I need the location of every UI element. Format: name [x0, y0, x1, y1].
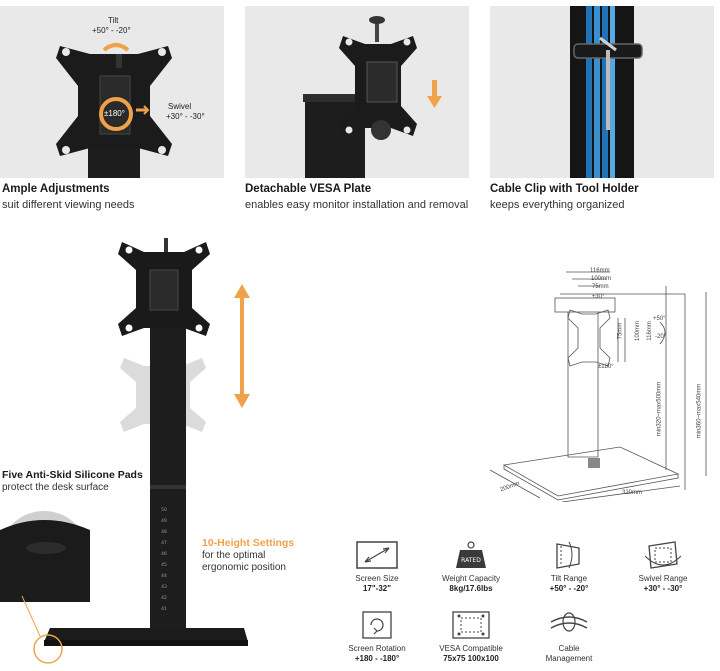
dim-width: 320mm	[622, 490, 643, 496]
spec-weight-capacity: RATED Weight Capacity 8kg/17.6lbs	[426, 540, 516, 594]
panel-detachable-vesa	[245, 6, 469, 178]
swivel-range-icon	[644, 541, 682, 569]
screen-rotation-icon	[362, 611, 392, 639]
dim-width-116: 116mm	[590, 268, 610, 274]
pole-height-mark: 41	[161, 607, 167, 612]
pole-height-mark: 42	[161, 596, 167, 601]
spec-screen-size: Screen Size 17"-32"	[332, 540, 422, 594]
screen-size-icon	[356, 541, 398, 569]
feature-1-title: Ample Adjustments	[2, 183, 110, 195]
height-settings-line1: for the optimal	[202, 550, 266, 561]
spec-vesa-compatible-label: VESA Compatible	[439, 644, 503, 653]
dim-height-75: 75mm	[617, 322, 624, 340]
vesa-compatible-icon	[452, 611, 490, 639]
spec-swivel-range-value: +30° - -30°	[643, 584, 683, 593]
spec-weight-capacity-label: Weight Capacity	[441, 574, 501, 583]
vesa-plate-illustration	[303, 16, 442, 178]
spec-cable-management: Cable Management	[524, 610, 614, 664]
swivel-label: Swivel	[168, 102, 192, 111]
pole-height-marks: 50 49 48 47 46 45 44 43 42 41	[156, 505, 172, 615]
spec-screen-rotation: Screen Rotation +180 - -180°	[332, 610, 422, 664]
dim-tilt-up: +50°	[653, 316, 666, 322]
spec-cable-management-label: Cable	[558, 644, 580, 653]
pole-height-mark: 47	[161, 541, 167, 546]
pole-height-mark: 48	[161, 530, 167, 535]
spec-swivel-range: Swivel Range +30° - -30°	[618, 540, 708, 594]
dim-height-116: 116mm	[646, 321, 653, 341]
dim-width-100: 100mm	[591, 276, 612, 282]
spec-vesa-compatible: VESA Compatible 75x75 100x100	[426, 610, 516, 664]
vesa-adjust-illustration	[56, 43, 172, 178]
swivel-range-label: +30° - -30°	[166, 112, 205, 121]
pads-title: Five Anti-Skid Silicone Pads	[2, 469, 143, 481]
cable-management-icon	[550, 612, 588, 632]
rated-badge: RATED	[461, 557, 481, 564]
rotation-label: ±180°	[104, 109, 125, 118]
pole-height-mark: 45	[161, 563, 167, 568]
dim-height-100: 100mm	[635, 320, 642, 342]
height-settings-title: 10-Height Settings	[202, 537, 295, 549]
spec-weight-capacity-value: 8kg/17.6lbs	[449, 584, 493, 593]
pole-height-mark: 43	[161, 585, 167, 590]
panel-ample-adjustments: Tilt +50° - -20° ±180° Swivel +30° - -30…	[0, 6, 224, 178]
pole-height-mark: 49	[161, 519, 167, 524]
spec-tilt-range: Tilt Range +50° - -20°	[524, 540, 614, 594]
dim-height-max: min360~max540mm	[696, 383, 703, 439]
spec-screen-size-label: Screen Size	[355, 574, 399, 583]
dimension-diagram	[489, 271, 707, 502]
spec-cable-management-label2: Management	[545, 654, 593, 663]
feature-1-subtitle: suit different viewing needs	[2, 199, 135, 211]
dim-height-min: min320~max500mm	[656, 381, 663, 437]
spec-tilt-range-label: Tilt Range	[550, 574, 588, 583]
cable-clip-illustration	[570, 6, 643, 178]
pole-height-mark: 46	[161, 552, 167, 557]
spec-tilt-range-value: +50° - -20°	[549, 584, 589, 593]
feature-2-title: Detachable VESA Plate	[245, 183, 372, 195]
pads-subtitle: protect the desk surface	[2, 482, 109, 493]
dim-swivel: ±30°	[592, 294, 605, 300]
dim-tilt-down: -20°	[655, 334, 667, 340]
dim-rotate: ±180°	[598, 364, 614, 370]
spec-screen-rotation-label: Screen Rotation	[348, 644, 406, 653]
pole-height-mark: 44	[161, 574, 167, 579]
weight-capacity-icon: RATED	[456, 541, 486, 568]
tilt-range-icon	[556, 541, 580, 569]
pole-height-mark: 50	[161, 508, 167, 513]
feature-3-title: Cable Clip with Tool Holder	[490, 183, 639, 195]
spec-screen-rotation-value: +180 - -180°	[354, 654, 400, 663]
spec-screen-size-value: 17"-32"	[362, 584, 392, 593]
spec-vesa-compatible-value: 75x75 100x100	[443, 654, 499, 663]
feature-2-subtitle: enables easy monitor installation and re…	[245, 199, 469, 211]
monitor-stand-illustration	[0, 238, 250, 664]
dim-width-75: 75mm	[592, 284, 609, 290]
panel-cable-clip	[490, 6, 714, 178]
feature-3-subtitle: keeps everything organized	[490, 199, 625, 211]
height-settings-line2: ergonomic position	[202, 562, 286, 573]
tilt-label: Tilt	[108, 16, 119, 25]
tilt-range-label: +50° - -20°	[92, 26, 131, 35]
spec-swivel-range-label: Swivel Range	[638, 574, 688, 583]
